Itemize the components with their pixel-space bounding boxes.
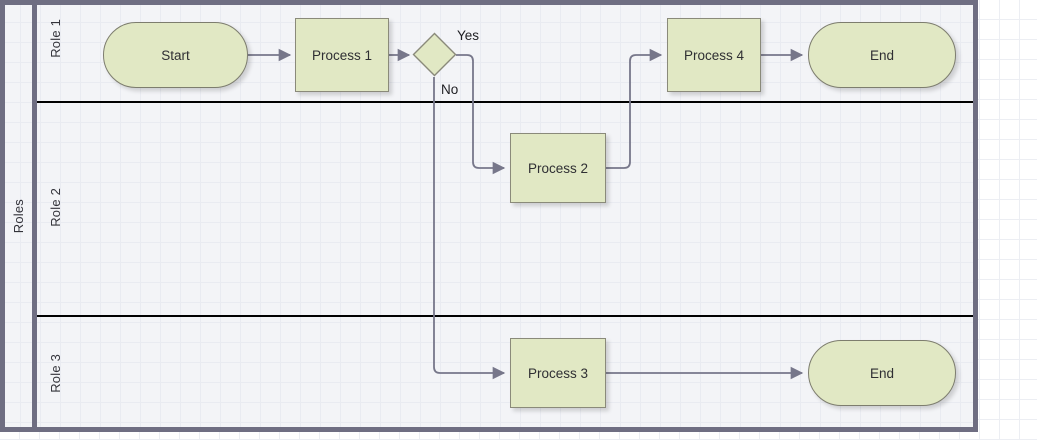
lane-label-role-1: Role 1 bbox=[47, 19, 63, 58]
node-decision[interactable] bbox=[412, 32, 457, 77]
node-process-1-label: Process 1 bbox=[311, 47, 373, 63]
pool-header[interactable]: Roles bbox=[5, 5, 37, 427]
lane-header-role-3[interactable]: Role 3 bbox=[37, 316, 73, 427]
node-process-3[interactable]: Process 3 bbox=[510, 338, 606, 408]
lane-header-role-2[interactable]: Role 2 bbox=[37, 102, 73, 316]
node-process-3-label: Process 3 bbox=[527, 365, 589, 381]
edge-label-yes: Yes bbox=[457, 28, 480, 43]
node-end-role1[interactable]: End bbox=[808, 22, 956, 88]
lane-divider-2 bbox=[37, 315, 973, 317]
node-process-4-label: Process 4 bbox=[683, 47, 745, 63]
node-process-1[interactable]: Process 1 bbox=[295, 18, 389, 92]
node-start[interactable]: Start bbox=[103, 22, 248, 88]
edge-label-no: No bbox=[441, 82, 459, 97]
lane-label-role-2: Role 2 bbox=[47, 188, 63, 227]
node-end-role3-label: End bbox=[869, 365, 895, 381]
node-process-2[interactable]: Process 2 bbox=[510, 133, 606, 203]
decision-diamond-icon bbox=[412, 32, 457, 77]
node-start-label: Start bbox=[161, 47, 190, 63]
node-process-2-label: Process 2 bbox=[527, 160, 589, 176]
lane-label-role-3: Role 3 bbox=[47, 354, 63, 393]
swimlane-role-2[interactable]: Role 2 bbox=[37, 102, 973, 316]
node-end-role3[interactable]: End bbox=[808, 340, 956, 406]
lane-divider-1 bbox=[37, 101, 973, 103]
lane-header-role-1[interactable]: Role 1 bbox=[37, 5, 73, 102]
node-end-role1-label: End bbox=[869, 47, 895, 63]
pool-title: Roles bbox=[11, 198, 26, 234]
node-process-4[interactable]: Process 4 bbox=[667, 18, 761, 92]
